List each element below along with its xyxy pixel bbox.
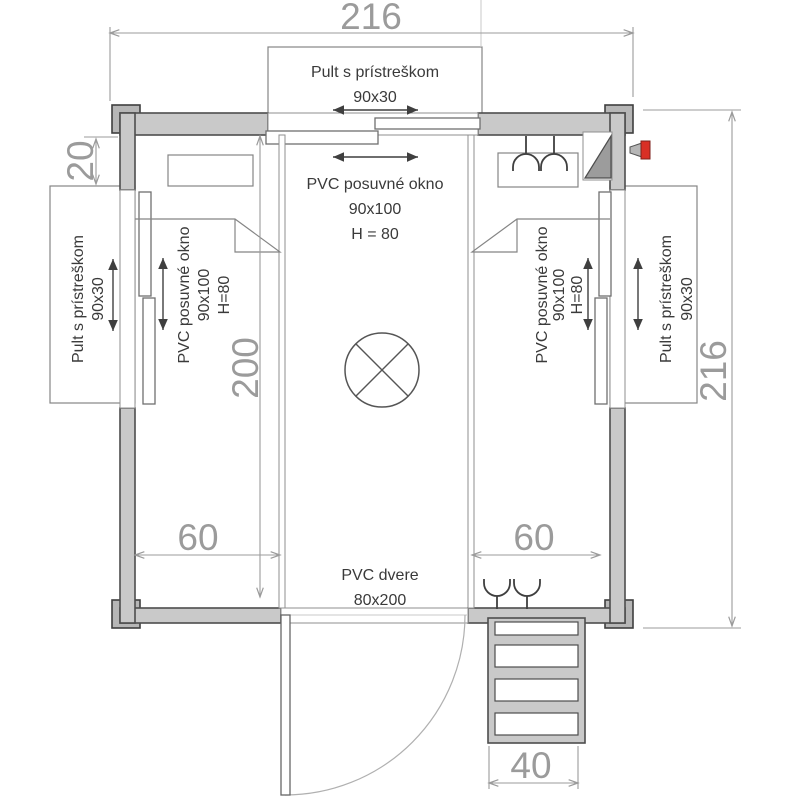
wall-top-left-segment xyxy=(119,112,269,136)
left-window-label: PVC posuvné okno xyxy=(176,226,193,363)
left-window-size: 90x100 xyxy=(196,269,213,322)
left-window-pane-upper xyxy=(138,191,152,297)
dim-value: 40 xyxy=(510,745,551,786)
floor-drain-cross-2 xyxy=(355,343,409,397)
top-window-pane-right xyxy=(374,117,481,130)
label-arrows xyxy=(108,105,643,331)
top-counter-size: 90x30 xyxy=(353,89,397,106)
dimension-top-216: 216 xyxy=(110,0,633,101)
interior-partitions xyxy=(278,134,475,609)
double-sink-symbol xyxy=(512,136,568,171)
dim-value: 200 xyxy=(225,337,266,399)
right-counter-label: Pult s prístreškom xyxy=(658,235,675,363)
door-size: 80x200 xyxy=(354,592,407,609)
wall-left-upper-segment xyxy=(119,112,136,191)
left-window-opening xyxy=(119,189,136,409)
right-window-size: 90x100 xyxy=(551,269,568,322)
left-counter-label: Pult s prístreškom xyxy=(70,235,87,363)
dimension-right-60: 60 xyxy=(472,517,600,558)
tap-valve-body xyxy=(629,142,643,158)
exterior-counters xyxy=(49,46,698,404)
top-window-pane-left xyxy=(265,130,379,145)
door-leaf xyxy=(280,614,291,796)
dimension-left-60: 60 xyxy=(135,517,280,558)
right-room-counter xyxy=(470,218,610,253)
wall-right-lower-segment xyxy=(609,407,626,624)
right-window-height: H=80 xyxy=(569,276,586,315)
right-window-label: PVC posuvné okno xyxy=(534,226,551,363)
top-counter-canopy-rect xyxy=(267,46,483,116)
hook-left-icon xyxy=(483,579,511,597)
stair-tread-1 xyxy=(494,621,579,636)
dim-value: 216 xyxy=(693,340,734,402)
right-window-pane-upper xyxy=(598,191,612,297)
dim-value: 60 xyxy=(513,517,554,558)
door-swing-arc xyxy=(284,614,466,796)
dimension-left-20: 20 xyxy=(60,136,118,184)
top-window-height: H = 80 xyxy=(351,226,399,243)
door-label: PVC dvere xyxy=(341,567,418,584)
wall-bottom-left-segment xyxy=(119,607,282,624)
stair-tread-2 xyxy=(494,644,579,668)
interior-furniture xyxy=(135,131,651,609)
left-room-counter xyxy=(135,218,282,253)
wall-left-lower-segment xyxy=(119,407,136,624)
dim-value: 20 xyxy=(60,140,101,181)
dimension-room-height-200: 200 xyxy=(225,136,266,597)
dim-value: 60 xyxy=(177,517,218,558)
right-counter-size: 90x30 xyxy=(679,277,696,321)
top-counter-label: Pult s prístreškom xyxy=(311,64,439,81)
dim-value: 216 xyxy=(340,0,402,37)
dimension-stairs-40: 40 xyxy=(489,745,578,789)
tap-valve-red-cap-icon xyxy=(640,140,651,160)
wall-openings xyxy=(119,112,626,624)
stair-tread-3 xyxy=(494,678,579,702)
top-window-size: 90x100 xyxy=(349,201,402,218)
right-window-opening xyxy=(609,189,626,409)
left-room-shelf xyxy=(167,154,254,187)
bottom-hook-symbols xyxy=(483,579,541,609)
entrance-door xyxy=(280,614,466,796)
left-window-height: H=80 xyxy=(216,276,233,315)
floor-drain-symbol xyxy=(344,332,420,408)
dimension-right-216: 216 xyxy=(643,109,741,629)
partition-right xyxy=(467,134,475,609)
partition-left xyxy=(278,134,286,609)
hook-right-icon xyxy=(513,579,541,597)
left-counter-size: 90x30 xyxy=(90,277,107,321)
left-window-pane-lower xyxy=(142,297,156,405)
text-labels: Pult s prístreškom 90x30 PVC posuvné okn… xyxy=(70,64,696,609)
top-window-label: PVC posuvné okno xyxy=(307,176,444,193)
right-window-pane-lower xyxy=(594,297,608,405)
entrance-stairs xyxy=(487,617,586,744)
corner-unit-triangle-icon xyxy=(583,133,612,179)
stair-tread-4 xyxy=(494,712,579,736)
sliding-window-panes xyxy=(138,117,612,405)
sink-unit xyxy=(497,152,579,188)
